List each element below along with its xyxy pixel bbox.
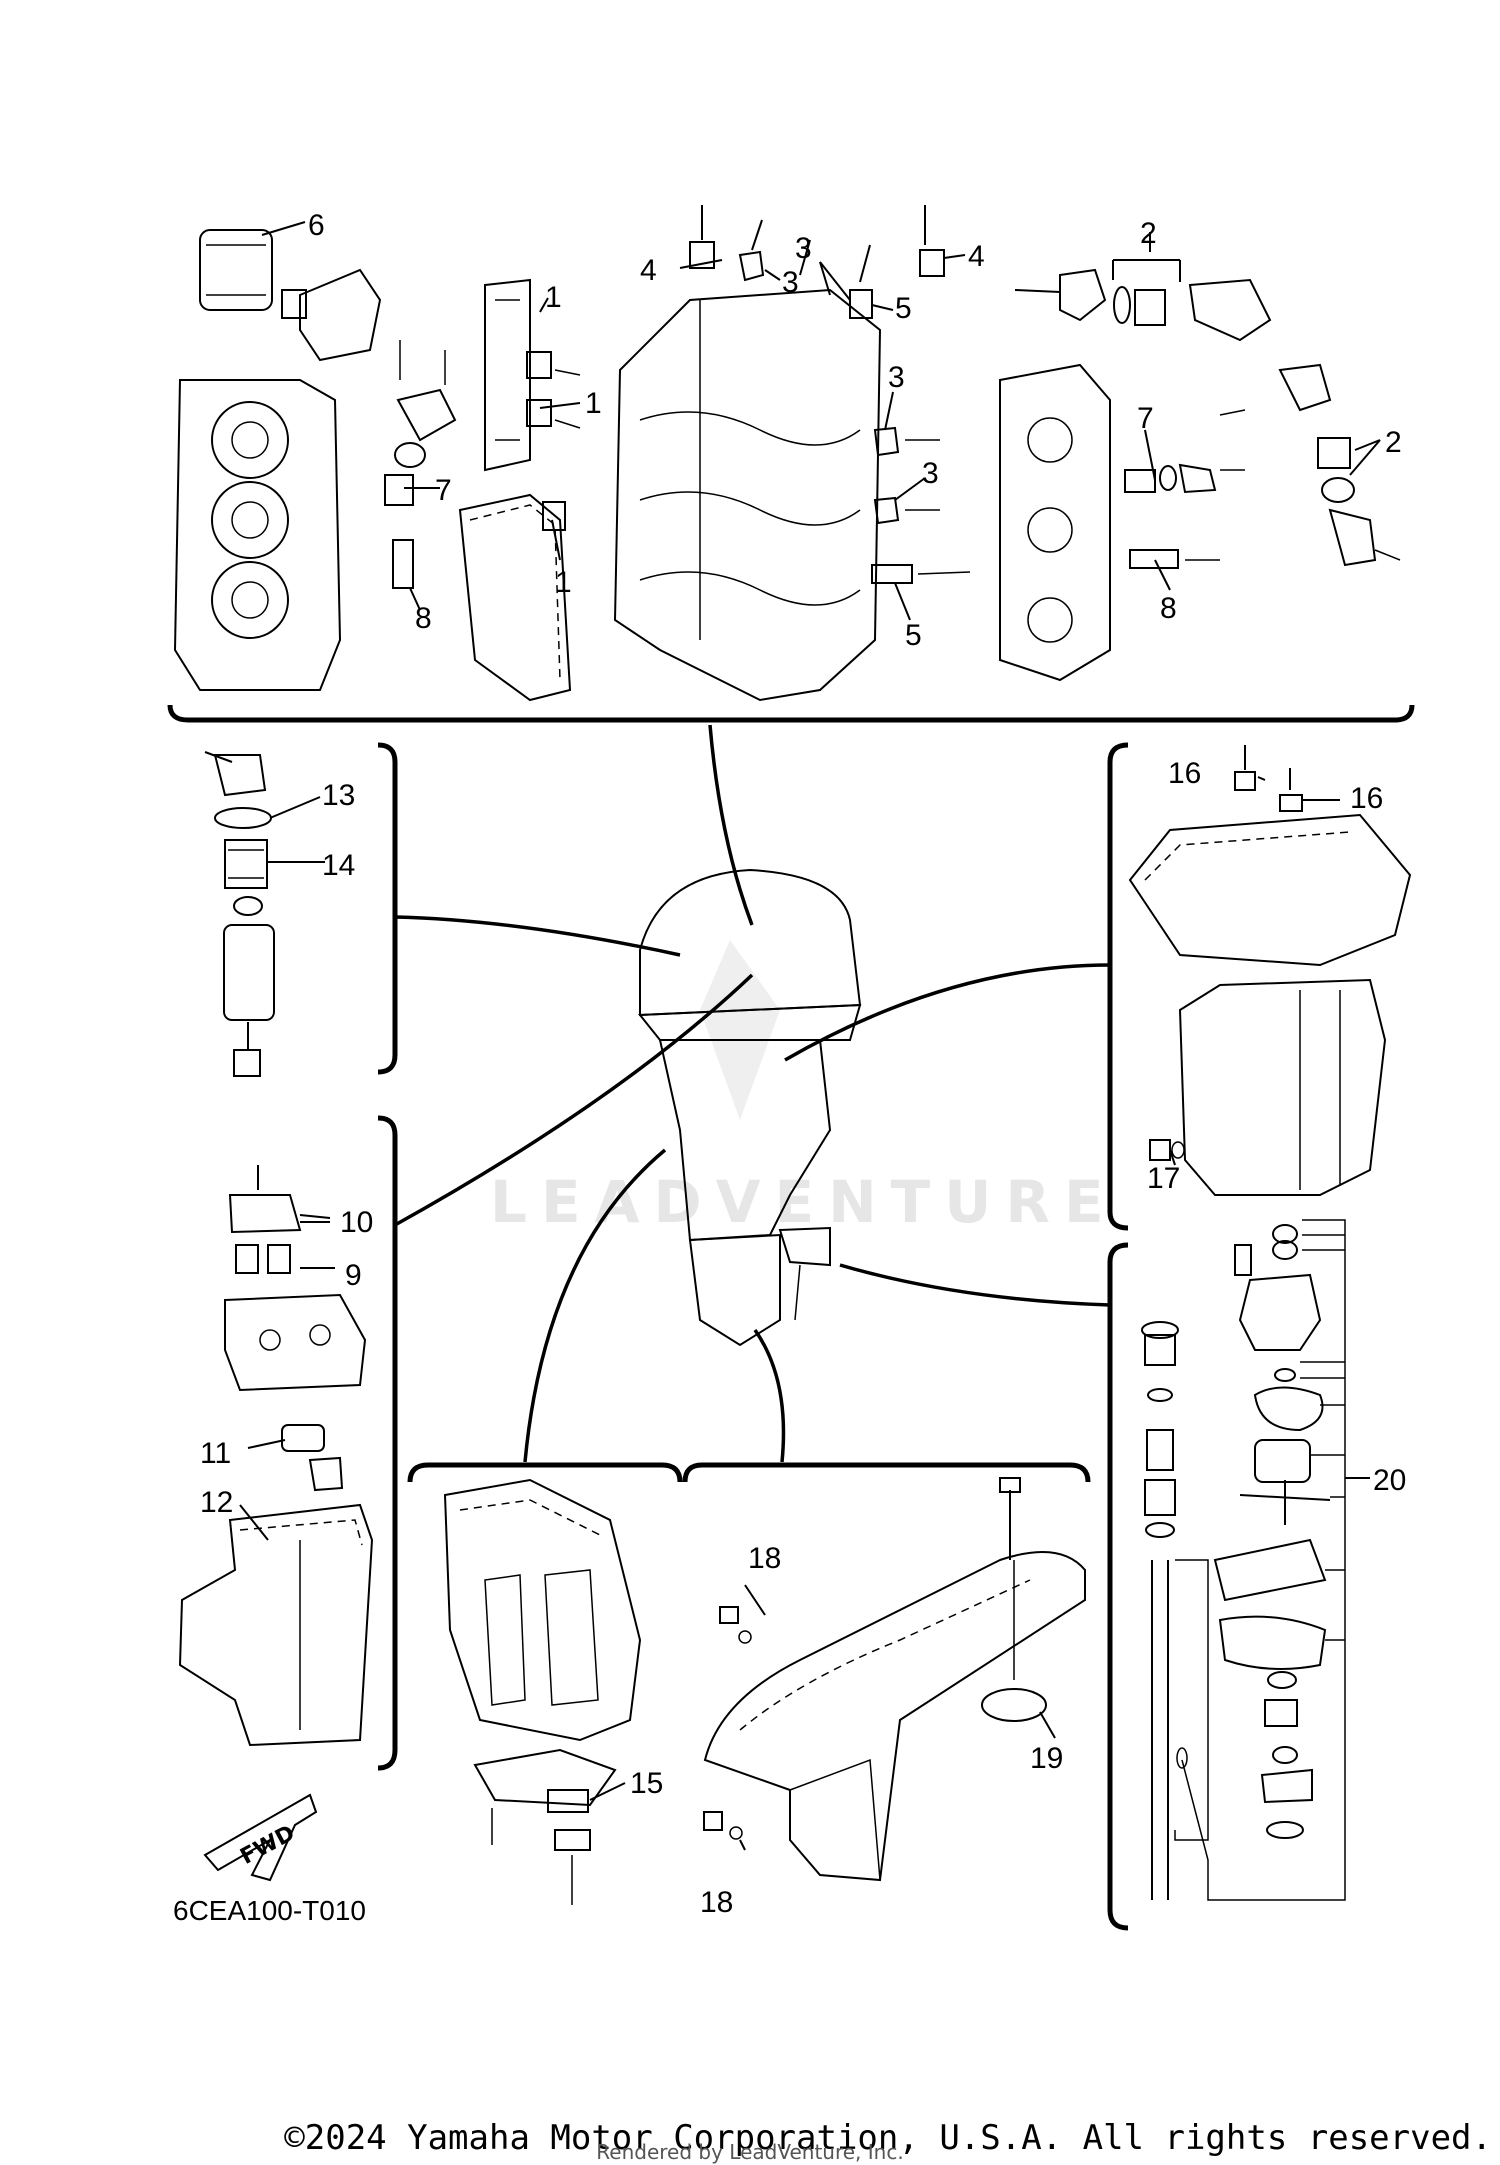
bottom-left-bracket <box>407 1462 683 1483</box>
callout-5: 5 <box>905 619 922 652</box>
callout-1: 1 <box>545 281 562 314</box>
intake-manifold <box>178 1503 374 1747</box>
leader-lines <box>239 221 1381 1851</box>
callout-6: 6 <box>308 209 325 242</box>
vapor-separator <box>224 1165 367 1392</box>
right-bracket-upper <box>1107 742 1129 1231</box>
callout-11: 11 <box>200 1437 231 1470</box>
block-fasteners <box>689 205 971 584</box>
callout-18: 18 <box>748 1542 781 1575</box>
callout-1: 1 <box>555 566 572 599</box>
callout-7: 7 <box>1137 402 1154 435</box>
callout-20-bracket <box>1174 1219 1370 1901</box>
diagram-code: 6CEA100-T010 <box>173 1895 366 1926</box>
callout-2: 2 <box>1140 217 1157 250</box>
left-bracket-upper <box>377 742 398 1075</box>
callout-labels: 6 1 1 1 7 8 4 3 3 4 5 3 3 5 2 2 7 8 13 1… <box>173 209 1406 1926</box>
copyright-notice: ©2024 Yamaha Motor Corporation, U.S.A. A… <box>284 2118 1492 2158</box>
oil-filter <box>199 229 382 362</box>
watermark-text: LEADVENTURE <box>490 1168 1118 1236</box>
callout-14: 14 <box>322 849 355 882</box>
callout-9: 9 <box>345 1259 362 1292</box>
callout-1: 1 <box>585 387 602 420</box>
fwd-arrow-icon: FWD <box>203 1793 318 1882</box>
leader-bottom-center <box>753 1328 786 1463</box>
top-bracket <box>167 704 1415 723</box>
exhaust-cover <box>484 278 581 472</box>
cylinder-block <box>613 288 882 702</box>
callout-18: 18 <box>700 1886 733 1919</box>
callout-8: 8 <box>415 602 432 635</box>
exhaust-guide <box>1128 745 1412 967</box>
leader-right-upper <box>784 963 1111 1062</box>
thermostat-parts-left <box>384 340 457 589</box>
leader-left-upper <box>394 915 681 957</box>
sender-parts-right <box>1124 409 1246 569</box>
watermark: LEADVENTURE <box>490 940 1118 1236</box>
callout-4: 4 <box>640 254 657 287</box>
callout-17: 17 <box>1147 1162 1180 1195</box>
callout-20: 20 <box>1373 1464 1406 1497</box>
callout-13: 13 <box>322 779 355 812</box>
bottom-center-bracket <box>682 1462 1091 1483</box>
cylinder-head-left <box>173 379 342 691</box>
callout-7: 7 <box>435 474 452 507</box>
drive-shaft <box>1141 1321 1188 1900</box>
callout-16: 16 <box>1350 782 1383 815</box>
thermostat-assembly-right <box>1014 268 1401 567</box>
upper-casing <box>443 1478 642 1905</box>
callout-4: 4 <box>968 240 985 273</box>
oil-pan <box>1149 978 1387 1196</box>
callout-19: 19 <box>1030 1742 1063 1775</box>
fwd-label: FWD <box>236 1821 299 1870</box>
callout-3: 3 <box>795 232 812 265</box>
callout-2: 2 <box>1385 426 1402 459</box>
callout-16: 16 <box>1168 757 1201 790</box>
callout-15: 15 <box>630 1767 663 1800</box>
callout-3: 3 <box>888 361 905 394</box>
leader-top <box>708 724 754 926</box>
lower-casing <box>703 1477 1086 1882</box>
outboard-motor <box>637 868 862 1347</box>
fuel-pump <box>281 1424 344 1492</box>
right-bracket-lower <box>1107 1242 1129 1931</box>
cylinder-head-right <box>999 363 1111 682</box>
leader-left-lower <box>394 973 754 1227</box>
callout-8: 8 <box>1160 592 1177 625</box>
fuel-filter <box>204 751 275 1077</box>
callout-3: 3 <box>922 457 939 490</box>
callout-5: 5 <box>895 292 912 325</box>
water-pump-kit <box>1213 1224 1331 1839</box>
leader-right-lower <box>839 1263 1111 1307</box>
callout-10: 10 <box>340 1206 373 1239</box>
callout-12: 12 <box>200 1486 233 1519</box>
callout-3: 3 <box>782 266 799 299</box>
rendered-by-notice: Rendered by LeadVenture, Inc. <box>596 2140 904 2164</box>
left-bracket-lower <box>377 1115 398 1771</box>
leader-bottom-left <box>523 1148 667 1463</box>
